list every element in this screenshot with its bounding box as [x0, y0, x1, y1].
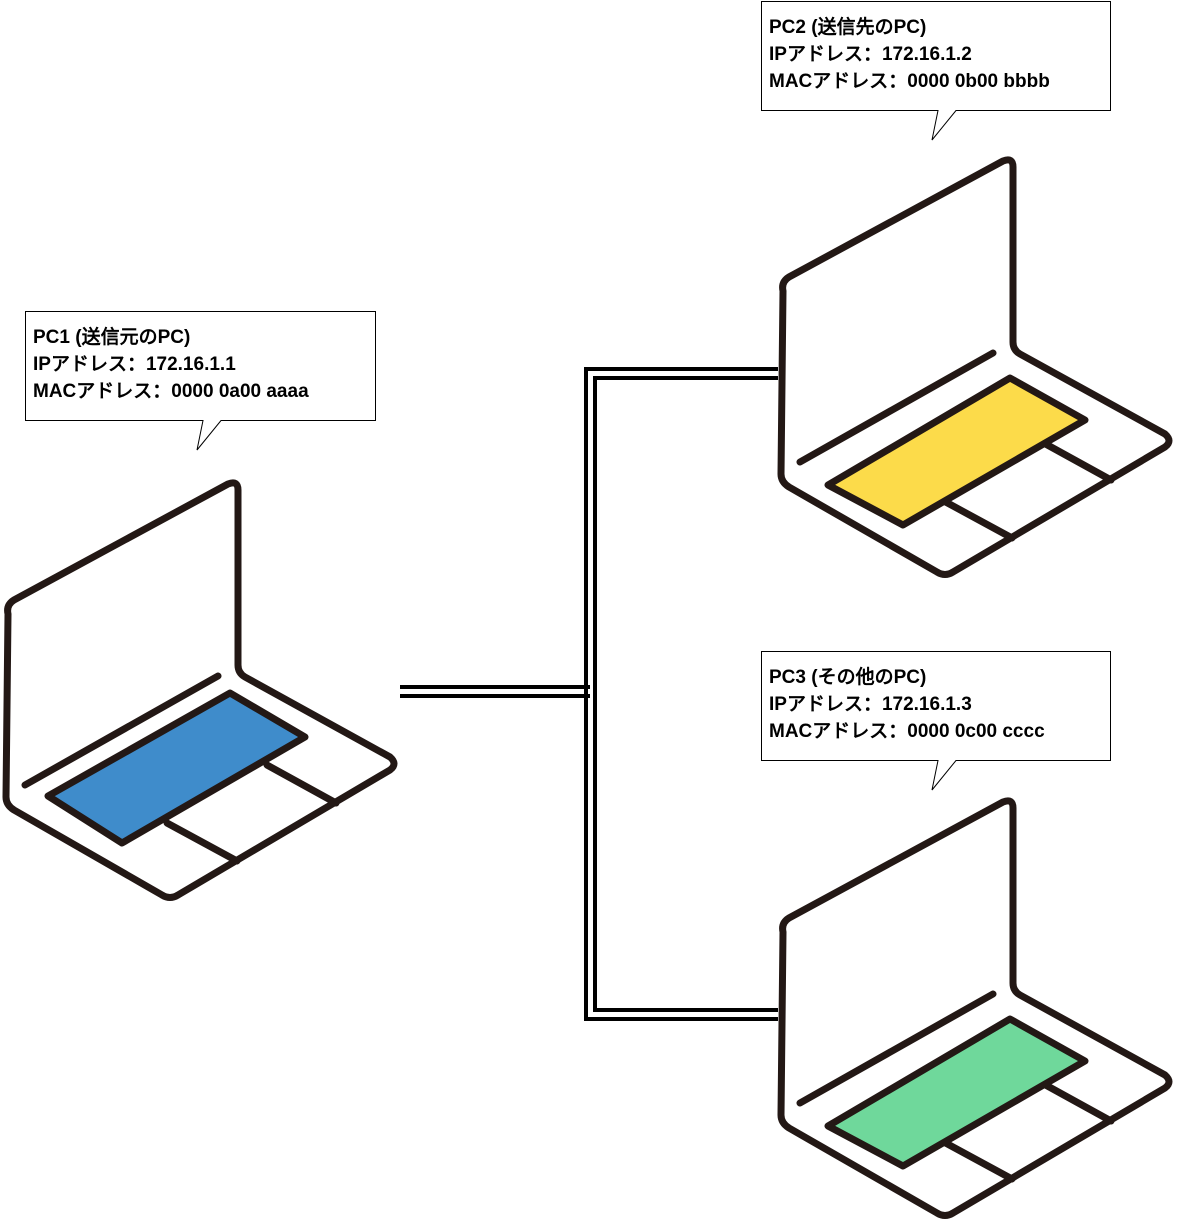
callout-pc1: PC1 (送信元のPC) IPアドレス：172.16.1.1 MACアドレス：0…	[25, 311, 376, 451]
pc2-title: PC2 (送信先のPC)	[769, 15, 926, 38]
pc3-title: PC3 (その他のPC)	[769, 665, 926, 688]
pc1-title: PC1 (送信元のPC)	[33, 325, 190, 348]
laptop-pc3[interactable]	[781, 801, 1169, 1216]
keyboard-pc2	[824, 374, 1089, 529]
callout-bubble	[761, 651, 1111, 791]
network-cables	[400, 367, 778, 1021]
pc2-mac: MACアドレス：0000 0b00 bbbb	[769, 71, 1050, 92]
callout-bubble	[25, 311, 376, 451]
callout-bubble	[761, 1, 1111, 141]
keyboard-pc1	[44, 689, 309, 847]
pc1-mac: MACアドレス：0000 0a00 aaaa	[33, 381, 309, 402]
laptop-body-icon	[781, 160, 1169, 575]
keyboard-pc3	[824, 1015, 1089, 1170]
pc2-ip: IPアドレス：172.16.1.2	[769, 44, 972, 65]
pc3-mac: MACアドレス：0000 0c00 cccc	[769, 721, 1045, 742]
laptop-pc1[interactable]	[6, 483, 394, 898]
callout-pc3: PC3 (その他のPC) IPアドレス：172.16.1.3 MACアドレス：0…	[761, 651, 1111, 791]
pc1-ip: IPアドレス：172.16.1.1	[33, 354, 236, 375]
laptop-pc2[interactable]	[781, 160, 1169, 575]
callout-pc2: PC2 (送信先のPC) IPアドレス：172.16.1.2 MACアドレス：0…	[761, 1, 1111, 141]
pc3-ip: IPアドレス：172.16.1.3	[769, 694, 972, 715]
laptop-body-icon	[781, 801, 1169, 1216]
cable-pc1-bus	[400, 685, 590, 698]
cable-bus-trunk	[584, 367, 778, 1021]
laptop-body-icon	[6, 483, 394, 898]
